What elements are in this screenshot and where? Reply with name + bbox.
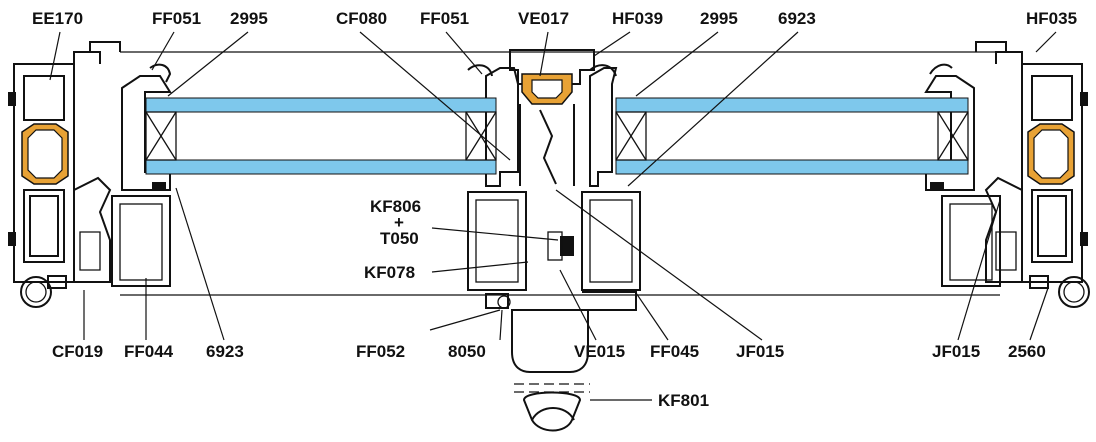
top-labels: EE170 FF051 2995 CF080 FF051 VE017 HF039… (32, 9, 1077, 28)
label-hf035: HF035 (1026, 9, 1077, 28)
label-ff044: FF044 (124, 342, 174, 361)
label-hf039: HF039 (612, 9, 663, 28)
label-jf015-right: JF015 (932, 342, 980, 361)
outline-lines (120, 51, 1000, 296)
label-ff045: FF045 (650, 342, 699, 361)
label-ff051-center: FF051 (420, 9, 469, 28)
label-kf078: KF078 (364, 263, 415, 282)
right-frame-profile (975, 41, 1090, 308)
right-thermal-break (1027, 123, 1075, 185)
label-2995-right: 2995 (700, 9, 738, 28)
right-glazing-unit (615, 97, 969, 175)
label-6923-top: 6923 (778, 9, 816, 28)
label-ee170: EE170 (32, 9, 83, 28)
label-t050: T050 (380, 229, 419, 248)
label-6923-bottom: 6923 (206, 342, 244, 361)
middle-labels: KF806 + T050 KF078 KF801 (364, 197, 709, 410)
label-kf806: KF806 (370, 197, 421, 216)
label-kf801: KF801 (658, 391, 709, 410)
left-glazing-unit (145, 97, 497, 175)
leader-lines (49, 31, 1057, 401)
label-8050: 8050 (448, 342, 486, 361)
label-plus: + (394, 213, 404, 232)
handle-kf801 (511, 309, 590, 432)
label-ve017: VE017 (518, 9, 569, 28)
center-mullion-profile (467, 49, 641, 311)
left-frame-profile (8, 41, 121, 308)
label-cf019: CF019 (52, 342, 103, 361)
left-thermal-break (21, 123, 69, 185)
label-jf015-center: JF015 (736, 342, 784, 361)
label-ff051-left: FF051 (152, 9, 201, 28)
bottom-labels: CF019 FF044 6923 FF052 8050 VE015 FF045 … (52, 342, 1046, 361)
left-sash-profile (111, 63, 172, 287)
label-2995-left: 2995 (230, 9, 268, 28)
label-ve015: VE015 (574, 342, 625, 361)
label-cf080: CF080 (336, 9, 387, 28)
label-2560: 2560 (1008, 342, 1046, 361)
label-ff052: FF052 (356, 342, 405, 361)
